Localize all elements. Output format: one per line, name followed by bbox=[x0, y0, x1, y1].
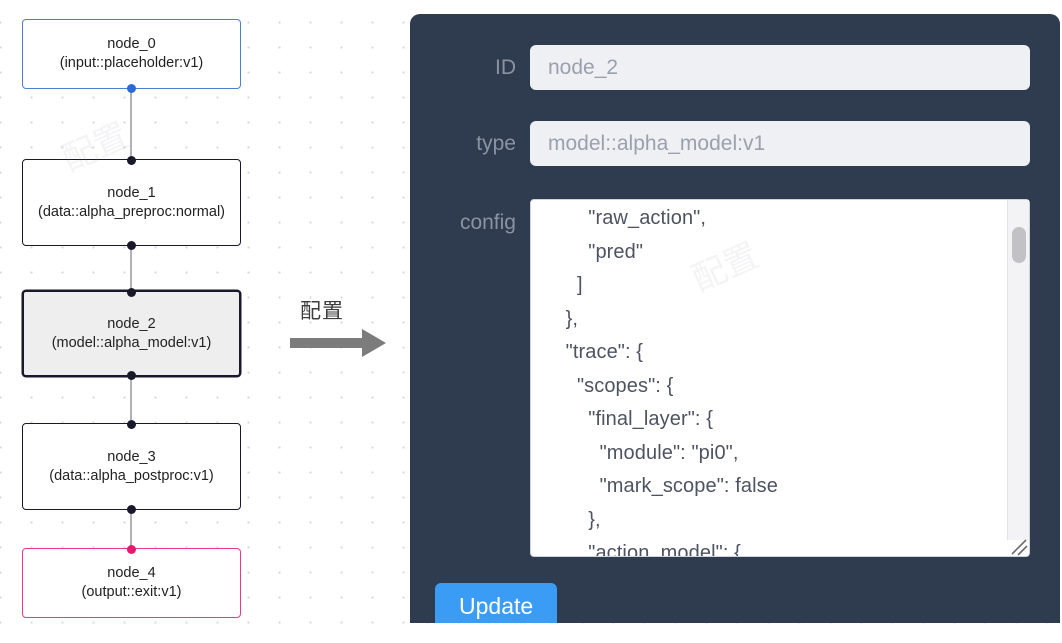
config-json-textarea[interactable]: "raw_action", "pred" ] }, "trace": { "sc… bbox=[530, 199, 1030, 557]
node-handle-target-node_1[interactable] bbox=[127, 155, 136, 165]
node-handle-source-node_0[interactable] bbox=[127, 83, 136, 93]
config-field-id-label: ID bbox=[495, 55, 516, 79]
flow-node-label-node_3: node_3(data::alpha_postproc:v1) bbox=[49, 448, 214, 484]
edge-node2-node3 bbox=[130, 376, 132, 420]
node-handle-source-node_3[interactable] bbox=[127, 504, 136, 514]
node-handle-target-node_2[interactable] bbox=[127, 287, 136, 297]
flow-node-label-node_4: node_4(output::exit:v1) bbox=[81, 565, 182, 600]
node-handle-target-node_4[interactable] bbox=[127, 544, 136, 554]
flow-node-node_3[interactable]: node_3(data::alpha_postproc:v1) bbox=[22, 419, 241, 514]
flow-node-label-node_0: node_0(input::placeholder:v1) bbox=[59, 36, 204, 71]
flow-graph-canvas[interactable]: node_0(input::placeholder:v1) node_1(dat… bbox=[0, 0, 410, 643]
flow-node-node_2[interactable]: node_2(model::alpha_model:v1) bbox=[22, 287, 241, 380]
flow-node-label-node_1: node_1(data::alpha_preproc:normal) bbox=[38, 184, 225, 220]
config-field-type-label: type bbox=[476, 131, 516, 155]
node-handle-source-node_2[interactable] bbox=[127, 370, 136, 380]
config-textarea-wrapper: "raw_action", "pred" ] }, "trace": { "sc… bbox=[530, 199, 1030, 557]
arrow-right-icon bbox=[290, 329, 386, 357]
annotation-arrow-label: 配置 bbox=[300, 299, 344, 323]
edge-node1-node2 bbox=[130, 245, 132, 295]
config-textarea-scrollbar-thumb[interactable] bbox=[1012, 227, 1026, 263]
flow-node-node_0[interactable]: node_0(input::placeholder:v1) bbox=[22, 19, 241, 93]
node-config-panel: ID type config "raw_action", "pred" ] },… bbox=[410, 14, 1060, 623]
flow-node-node_1[interactable]: node_1(data::alpha_preproc:normal) bbox=[22, 155, 241, 250]
config-field-type-row: type bbox=[410, 121, 1060, 166]
node-handle-source-node_1[interactable] bbox=[127, 240, 136, 250]
edge-node3-node4 bbox=[130, 510, 132, 548]
flow-node-node_4[interactable]: node_4(output::exit:v1) bbox=[22, 544, 241, 618]
config-field-config-label: config bbox=[459, 211, 516, 234]
config-field-id-input[interactable] bbox=[530, 45, 1030, 90]
edge-node0-node1 bbox=[130, 88, 132, 160]
config-field-config-row: config "raw_action", "pred" ] }, "trace"… bbox=[410, 199, 1060, 557]
config-field-type-input[interactable] bbox=[530, 121, 1030, 166]
update-button[interactable]: Update bbox=[435, 583, 558, 623]
annotation-arrow-group: 配置 bbox=[290, 295, 400, 365]
config-field-id-row: ID bbox=[410, 45, 1060, 90]
node-handle-target-node_3[interactable] bbox=[127, 419, 136, 429]
config-textarea-scrollbar[interactable] bbox=[1007, 200, 1029, 540]
flow-node-label-node_2: node_2(model::alpha_model:v1) bbox=[51, 315, 212, 351]
